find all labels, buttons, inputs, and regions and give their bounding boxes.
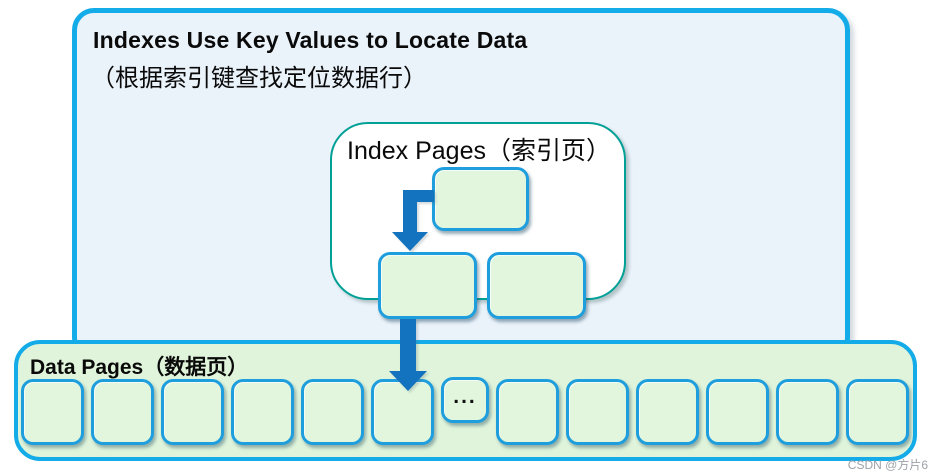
data-page-box <box>776 379 839 445</box>
data-page-box <box>161 379 224 445</box>
data-page-box <box>706 379 769 445</box>
watermark: CSDN @方片6 <box>847 458 928 472</box>
data-page-box <box>91 379 154 445</box>
ellipsis-box: ... <box>441 377 489 423</box>
data-pages-label-en: Data Pages <box>30 356 144 379</box>
data-page-box <box>846 379 909 445</box>
index-pages-label-zh: （索引页） <box>486 138 612 165</box>
data-page-box <box>566 379 629 445</box>
index-pages-label-en: Index Pages <box>347 137 486 165</box>
index-node-root <box>432 167 529 231</box>
data-page-box <box>371 379 434 445</box>
data-page-box <box>21 379 84 445</box>
data-page-box <box>301 379 364 445</box>
index-node-child-right <box>487 252 586 319</box>
data-pages-label-zh: （数据页） <box>143 355 249 379</box>
data-page-box <box>231 379 294 445</box>
index-pages-label: Index Pages（索引页） <box>347 131 611 167</box>
index-node-child-left <box>378 252 477 319</box>
data-pages-label: Data Pages（数据页） <box>30 351 248 381</box>
data-page-box <box>636 379 699 445</box>
data-page-box <box>496 379 559 445</box>
data-pages-row: ... <box>21 377 909 445</box>
diagram-subtitle: （根据索引键查找定位数据行） <box>91 66 427 92</box>
diagram-title: Indexes Use Key Values to Locate Data <box>93 27 528 53</box>
